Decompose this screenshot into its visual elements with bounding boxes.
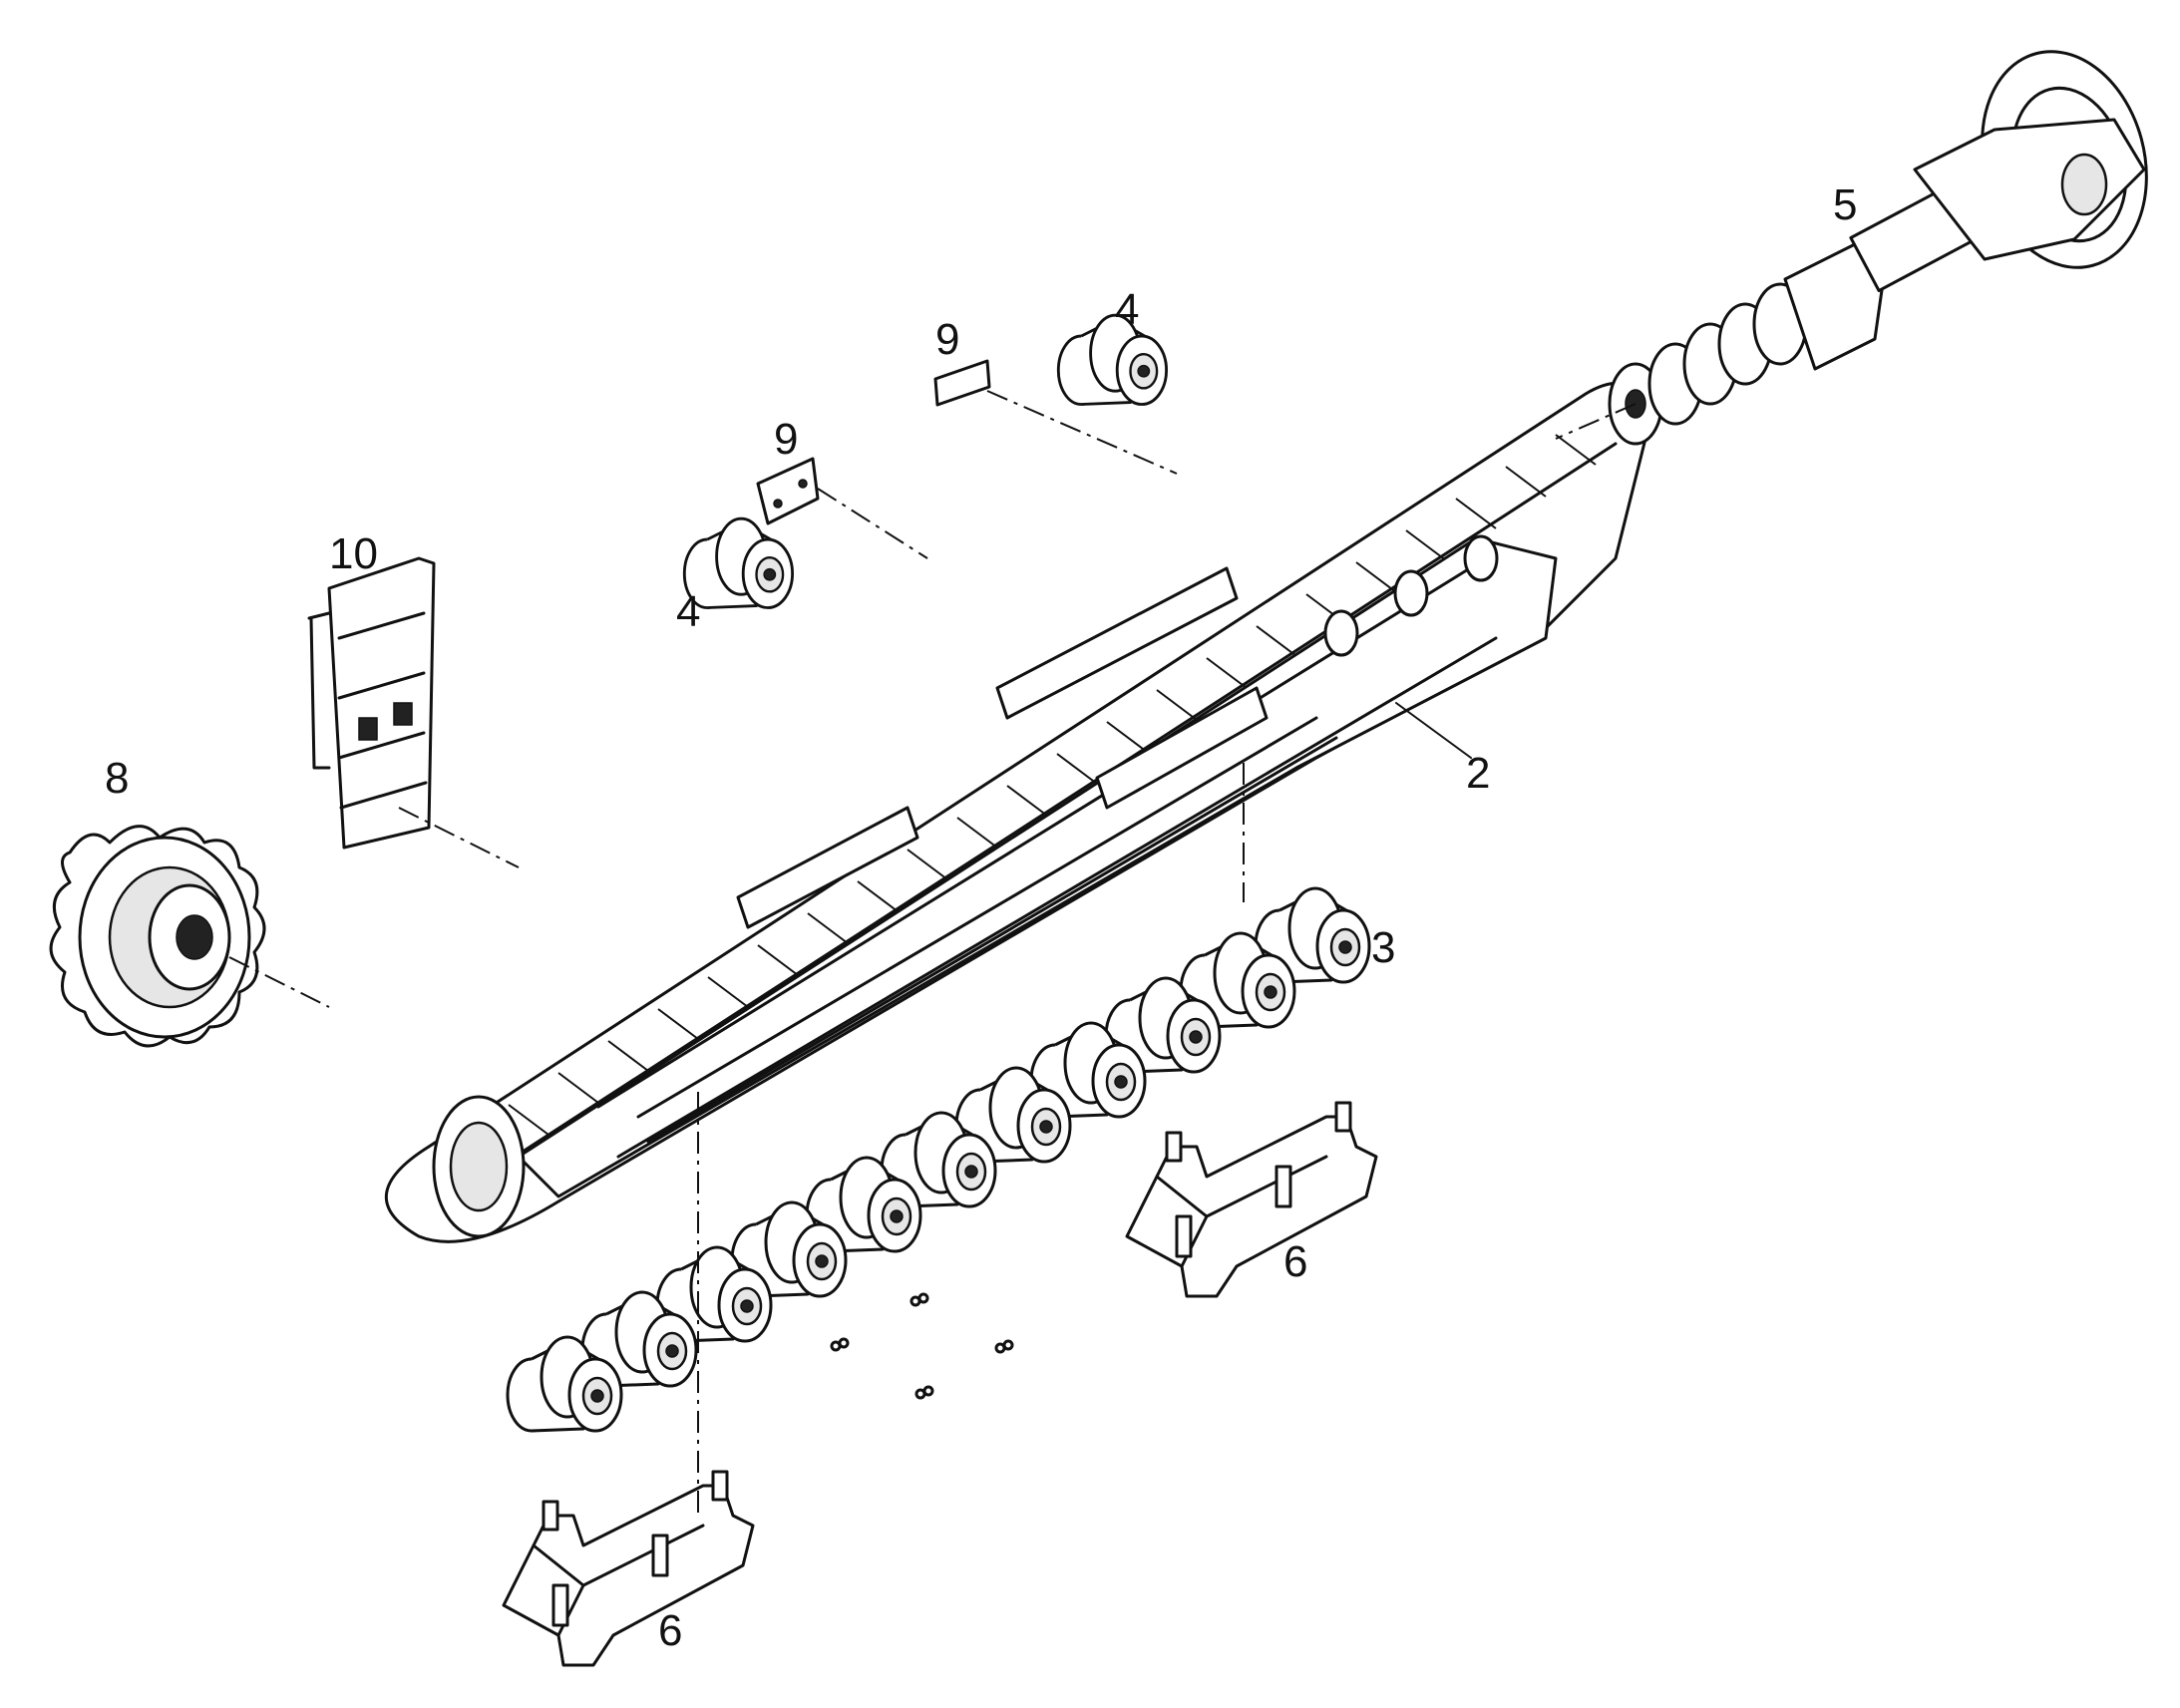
callout-labels: 2 3 4 4 5 6 6 8 9 9 10 xyxy=(105,180,1857,1655)
callout-4-lower: 4 xyxy=(676,587,700,636)
callout-4-upper: 4 xyxy=(1115,285,1139,334)
track-frame-assembly xyxy=(384,381,1652,1243)
fasteners xyxy=(830,1292,1014,1400)
callout-6-right: 6 xyxy=(1283,1237,1307,1286)
carrier-roller-upper xyxy=(1056,313,1169,406)
ladder-step xyxy=(307,556,436,850)
drive-sprocket xyxy=(49,825,266,1048)
callout-9-lower: 9 xyxy=(774,415,798,464)
plate-lower xyxy=(756,457,820,525)
callout-8: 8 xyxy=(105,754,129,803)
idler-recoil-assembly xyxy=(1608,50,2148,446)
callout-6-left: 6 xyxy=(658,1606,682,1655)
leader-lines xyxy=(228,390,1636,1516)
callout-10: 10 xyxy=(329,529,378,578)
callout-9-upper: 9 xyxy=(935,315,959,364)
plate-upper xyxy=(933,359,991,407)
track-guard-left xyxy=(502,1470,755,1667)
callout-2: 2 xyxy=(1466,749,1490,798)
callout-5: 5 xyxy=(1833,180,1857,229)
carrier-roller-lower xyxy=(682,516,795,609)
callout-3: 3 xyxy=(1371,923,1395,972)
track-guard-right xyxy=(1125,1101,1378,1298)
